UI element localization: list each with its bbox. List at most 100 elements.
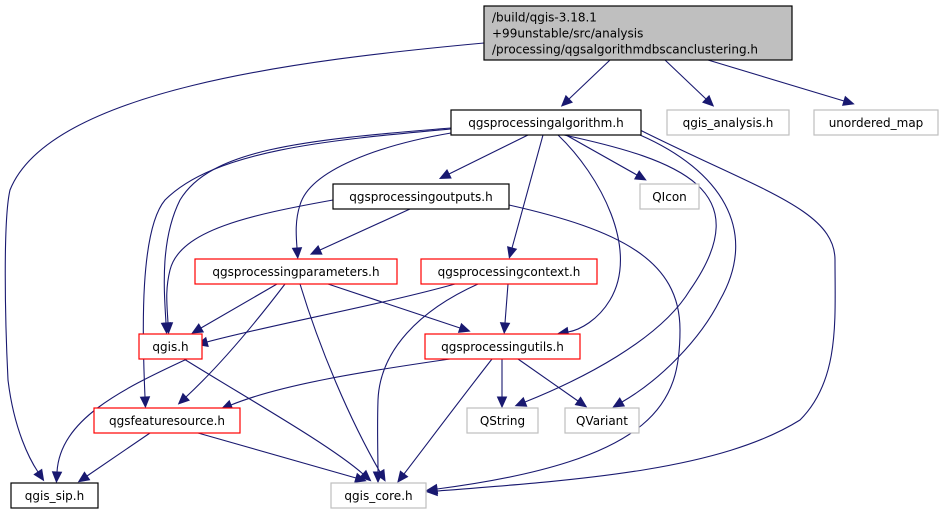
edge-root-to-qgis_sip [4,42,485,482]
edge-qgsprocessingalgorithm-to-qgsprocessingcontext [507,134,544,259]
edge-line [142,128,452,398]
edge-qgsprocessingutils-to-qgis_core [397,358,493,483]
node-qgsfeaturesource[interactable]: qgsfeaturesource.h [93,407,241,434]
edge-qgsprocessingutils-to-qstring [496,359,508,409]
nodes: /build/qgis-3.18.1 +99unstable/src/analys… [10,5,939,509]
node-qgis-core[interactable]: qgis_core.h [330,482,427,509]
edge-line [403,358,493,475]
edge-line [448,134,529,175]
edge-line [568,59,611,100]
edge-line [299,283,381,473]
node-label: QString [480,414,525,428]
arrowhead-icon [397,470,409,483]
edge-line [664,59,707,100]
edge-line [163,127,452,324]
node-label: qgis_core.h [344,489,412,503]
edge-line [4,42,485,473]
arrowhead-icon [499,322,511,335]
node-label: +99unstable/src/analysis [492,27,643,41]
node-qgis-analysis[interactable]: qgis_analysis.h [666,109,790,136]
node-label: unordered_map [829,116,924,130]
arrowhead-icon [841,95,855,106]
node-label: QVariant [576,414,628,428]
node-box [483,5,793,61]
edge-line [377,283,479,473]
arrowhead-icon [309,244,323,255]
edge-qgsfeaturesource-to-qgis_core [197,432,367,483]
edge-qgsprocessingutils-to-qgsfeaturesource [220,358,451,410]
edge-qgsprocessingoutputs-to-qgis [162,199,334,335]
node-box [93,407,241,434]
arrowhead-icon [702,94,715,107]
arrowhead-icon [177,392,190,405]
node-label: qgsprocessingutils.h [441,340,564,354]
edge-qgsprocessingalgorithm-to-qstring [514,134,717,407]
edge-line [517,358,579,402]
node-box [466,407,539,434]
arrowhead-icon [191,323,205,334]
arrowhead-icon [514,396,528,407]
arrowhead-icon [612,397,626,408]
edge-qgsprocessingcontext-to-qgsprocessingutils [499,283,511,335]
edge-qgsprocessingoutputs-to-qgsprocessingparameters [309,208,411,255]
arrowhead-icon [33,468,45,482]
edge-qgsprocessingalgorithm-to-qicon [565,134,647,181]
edge-line [183,358,364,475]
node-qgis[interactable]: qgis.h [138,333,203,360]
edge-line [230,358,451,406]
edge-qgsprocessingutils-to-qvariant [517,358,588,408]
node-root[interactable]: /build/qgis-3.18.1 +99unstable/src/analys… [483,5,793,61]
arrowhead-icon [354,472,367,483]
node-unordered-map[interactable]: unordered_map [813,109,939,136]
edge-qgsprocessingparameters-to-qgsprocessingutils [327,283,471,333]
edge-line [504,283,509,324]
node-qicon[interactable]: QIcon [639,183,700,210]
node-label: qgis_analysis.h [683,116,774,130]
node-label: qgsfeaturesource.h [109,414,225,428]
node-qgsprocessingparameters[interactable]: qgsprocessingparameters.h [194,258,398,285]
edge-qgsprocessingalgorithm-to-qgsprocessingutils [556,134,621,338]
edge-root-to-unordered_map [707,59,855,106]
node-qgsprocessingoutputs[interactable]: qgsprocessingoutputs.h [332,183,510,210]
edge-line [197,432,357,479]
node-box [332,183,510,210]
node-qgsprocessingutils[interactable]: qgsprocessingutils.h [424,333,581,360]
node-box [666,109,790,136]
edge-line [557,134,621,333]
node-label: qgis.h [152,340,188,354]
node-box [564,407,640,434]
arrowhead-icon [372,471,384,484]
arrowhead-icon [496,396,508,409]
node-qvariant[interactable]: QVariant [564,407,640,434]
edge-line [436,204,681,490]
node-label: qgsprocessingparameters.h [212,265,379,279]
arrowhead-icon [139,396,151,409]
node-qstring[interactable]: QString [466,407,539,434]
node-label: qgsprocessingcontext.h [438,265,581,279]
node-box [194,258,398,285]
edge-root-to-qgis_analysis [664,59,715,107]
edge-line [166,199,334,324]
node-label: /build/qgis-3.18.1 [492,11,597,25]
edge-qgsprocessingparameters-to-qgsfeaturesource [177,283,286,405]
edge-line [295,132,452,249]
node-box [639,183,700,210]
edge-qgsprocessingcontext-to-qgis_core [372,283,479,484]
node-qgsprocessingcontext[interactable]: qgsprocessingcontext.h [420,258,598,285]
arrowhead-icon [574,396,588,408]
edge-qgsprocessingcontext-to-qgis [196,283,456,347]
edge-qgsprocessingparameters-to-qgis [191,283,278,334]
arrowhead-icon [77,471,91,483]
node-label: /processing/qgsalgorithmdbscanclustering… [492,43,758,57]
node-qgsprocessingalgorithm[interactable]: qgsprocessingalgorithm.h [450,109,642,136]
node-qgis-sip[interactable]: qgis_sip.h [10,482,99,509]
edge-line [436,129,836,492]
arrowhead-icon [162,322,174,335]
node-label: QIcon [652,190,687,204]
arrowhead-icon [560,94,573,107]
node-label: qgsprocessingoutputs.h [349,190,492,204]
edge-line [565,134,638,176]
arrowhead-icon [633,170,647,181]
edge-qgsprocessingalgorithm-to-qgsprocessingoutputs [438,134,529,179]
